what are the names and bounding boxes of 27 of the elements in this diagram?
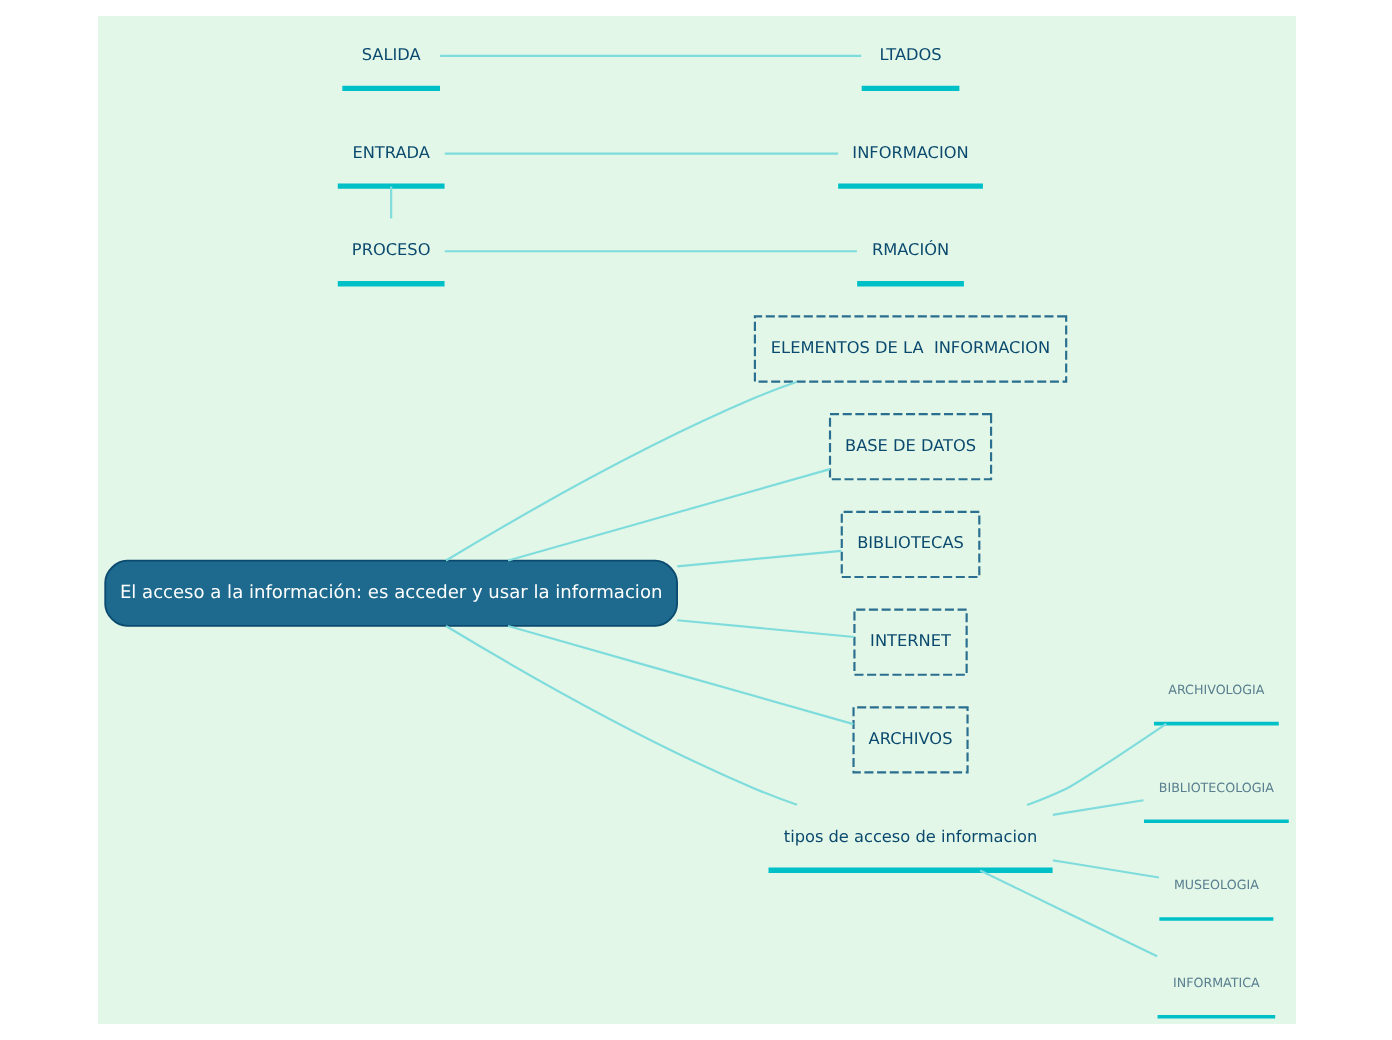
node-box: INTERNET: [852, 608, 967, 676]
connector: [506, 468, 830, 562]
connector: [444, 380, 797, 562]
node-text: INFORMACION: [851, 141, 968, 162]
connector: [506, 624, 853, 726]
node-box: ELEMENTOS DE LA INFORMACION: [752, 315, 1067, 383]
node-text: SALIDA: [360, 43, 420, 64]
node-text: RMACIÓN: [870, 239, 949, 260]
connector: [439, 54, 861, 57]
node-text: LTADOS: [878, 43, 941, 64]
connector: [389, 186, 392, 219]
connector: [676, 619, 854, 639]
connector: [444, 625, 797, 806]
node-text: ENTRADA: [351, 141, 429, 162]
node-box: BASE DE DATOS: [827, 413, 992, 481]
node-text: tipos de acceso de informacion: [782, 825, 1037, 846]
node-box: BIBLIOTECAS: [839, 510, 980, 579]
connector: [978, 869, 1157, 958]
connector: [1051, 799, 1143, 816]
node-box: El acceso a la información: es acceder y usar la informacion: [103, 559, 677, 627]
node-box: ARCHIVOS: [851, 706, 968, 774]
connector: [1025, 722, 1166, 806]
node-text: PROCESO: [350, 239, 430, 260]
connector: [676, 549, 841, 568]
connector: [443, 152, 838, 155]
connector: [1051, 859, 1159, 879]
connector: [443, 250, 856, 253]
